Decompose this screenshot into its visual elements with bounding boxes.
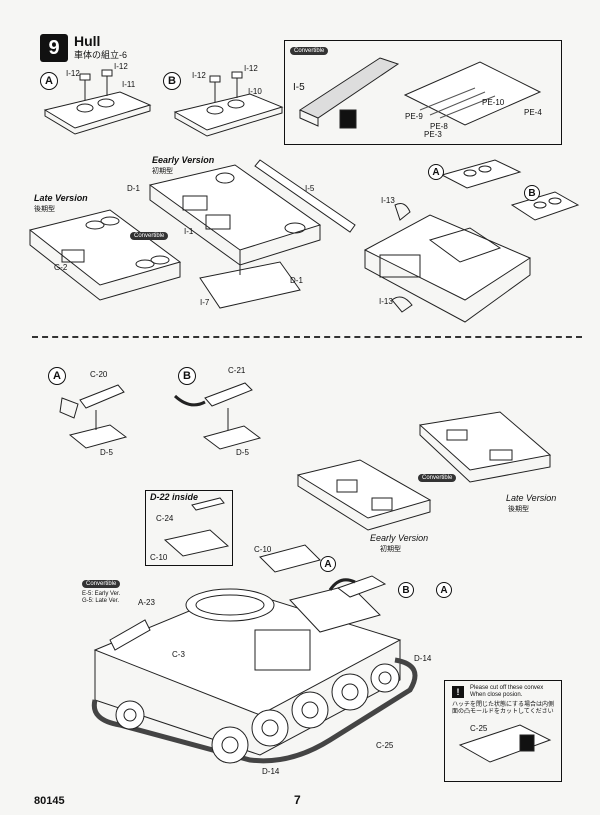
variant-a-marker: A bbox=[428, 164, 444, 180]
late-hull-top bbox=[28, 209, 182, 301]
warning-text-jp-1: ハッチを閉じた状態にする場合は内側 bbox=[452, 702, 555, 708]
part-label: I-13 bbox=[379, 297, 393, 306]
part-label: D-1 bbox=[290, 276, 303, 285]
variant-a-marker: A bbox=[40, 72, 58, 90]
part-label: D-5 bbox=[236, 448, 249, 457]
part-label: G-2 bbox=[54, 263, 68, 272]
warning-text-jp-2: 面の凸モールドをカットしてください bbox=[452, 709, 554, 715]
part-label: A-23 bbox=[138, 598, 155, 607]
warning-icon: ! bbox=[452, 686, 464, 698]
early-hull-top bbox=[148, 159, 356, 309]
version-note: E-5: Early Ver. bbox=[82, 591, 121, 597]
early-version-jp: 初期型 bbox=[380, 546, 401, 553]
early-version-jp: 初期型 bbox=[152, 168, 173, 175]
variant-b-marker: B bbox=[524, 185, 540, 201]
track bbox=[91, 657, 418, 764]
early-engine-deck bbox=[296, 459, 432, 531]
part-label: C-10 bbox=[150, 553, 168, 562]
variant-a-marker: A bbox=[436, 582, 452, 598]
section-divider bbox=[32, 336, 582, 338]
part-label: PE-9 bbox=[405, 112, 423, 121]
part-label: D-5 bbox=[100, 448, 113, 457]
part-label: D-1 bbox=[127, 184, 140, 193]
late-engine-deck bbox=[418, 411, 552, 483]
convertible-inset-art bbox=[298, 57, 542, 129]
part-label: PE-10 bbox=[482, 98, 505, 107]
part-label: I-5 bbox=[293, 82, 305, 93]
part-label: I-11 bbox=[122, 80, 136, 89]
d22-inset bbox=[145, 490, 233, 566]
variant-a-marker: A bbox=[320, 556, 336, 572]
hatch-plate-b bbox=[173, 71, 284, 137]
exhaust-b bbox=[173, 382, 262, 450]
part-label: I-13 bbox=[381, 196, 395, 205]
variant-b-marker: B bbox=[163, 72, 181, 90]
variant-b-marker: B bbox=[398, 582, 414, 598]
part-label: C-20 bbox=[90, 370, 108, 379]
convertible-arrow: Convertible bbox=[130, 232, 169, 240]
step-subtitle: 車体の組立-6 bbox=[74, 50, 128, 60]
late-version-label: Late Version bbox=[34, 193, 88, 203]
part-label: PE-3 bbox=[424, 130, 442, 139]
part-label: C-10 bbox=[254, 545, 272, 554]
early-version-label: Eearly Version bbox=[370, 533, 429, 543]
part-label: I-7 bbox=[200, 298, 210, 307]
version-note: G-5: Late Ver. bbox=[82, 598, 120, 604]
part-label: C-24 bbox=[156, 514, 174, 523]
convertible-arrow: Convertible bbox=[82, 580, 121, 588]
part-label: I-10 bbox=[248, 87, 262, 96]
convertible-arrow: Convertible bbox=[418, 474, 457, 482]
warning-text-en-2: When close posion. bbox=[470, 692, 523, 698]
part-label: I-12 bbox=[244, 64, 258, 73]
late-version-jp: 後期型 bbox=[34, 206, 55, 213]
step-number: 9 bbox=[40, 34, 68, 62]
part-label: PE-4 bbox=[524, 108, 542, 117]
part-label: D-14 bbox=[414, 654, 432, 663]
part-label: I-1 bbox=[184, 227, 194, 236]
tank-hull bbox=[93, 544, 402, 756]
page-number: 7 bbox=[294, 793, 301, 807]
part-label: I-12 bbox=[66, 69, 80, 78]
step-title: Hull bbox=[74, 33, 101, 49]
part-label: C-25 bbox=[376, 741, 394, 750]
part-label: C-25 bbox=[470, 724, 488, 733]
convertible-tag: Convertible bbox=[290, 47, 329, 55]
late-version-jp: 後期型 bbox=[508, 506, 529, 513]
part-label: I-5 bbox=[305, 184, 315, 193]
part-label: C-21 bbox=[228, 366, 246, 375]
variant-b-marker: B bbox=[178, 367, 196, 385]
late-version-label: Late Version bbox=[506, 493, 557, 503]
part-label: I-12 bbox=[192, 71, 206, 80]
early-version-label: Eearly Version bbox=[152, 155, 215, 165]
kit-code: 80145 bbox=[34, 795, 65, 807]
part-label: D-14 bbox=[262, 767, 280, 776]
warning-inset bbox=[444, 680, 562, 782]
warning-text-en-1: Please cut off these convex bbox=[470, 685, 544, 691]
hull-box bbox=[363, 159, 580, 323]
d22-inset-art bbox=[163, 497, 230, 557]
variant-a-marker: A bbox=[48, 367, 66, 385]
exhaust-a bbox=[59, 384, 128, 449]
warning-inset-art bbox=[458, 724, 552, 763]
part-label: I-12 bbox=[114, 62, 128, 71]
hatch-plate-a bbox=[43, 69, 152, 135]
d22-title: D-22 inside bbox=[150, 492, 199, 502]
part-label: C-3 bbox=[172, 650, 185, 659]
convertible-inset bbox=[284, 40, 562, 145]
part-label: PE-8 bbox=[430, 122, 448, 131]
